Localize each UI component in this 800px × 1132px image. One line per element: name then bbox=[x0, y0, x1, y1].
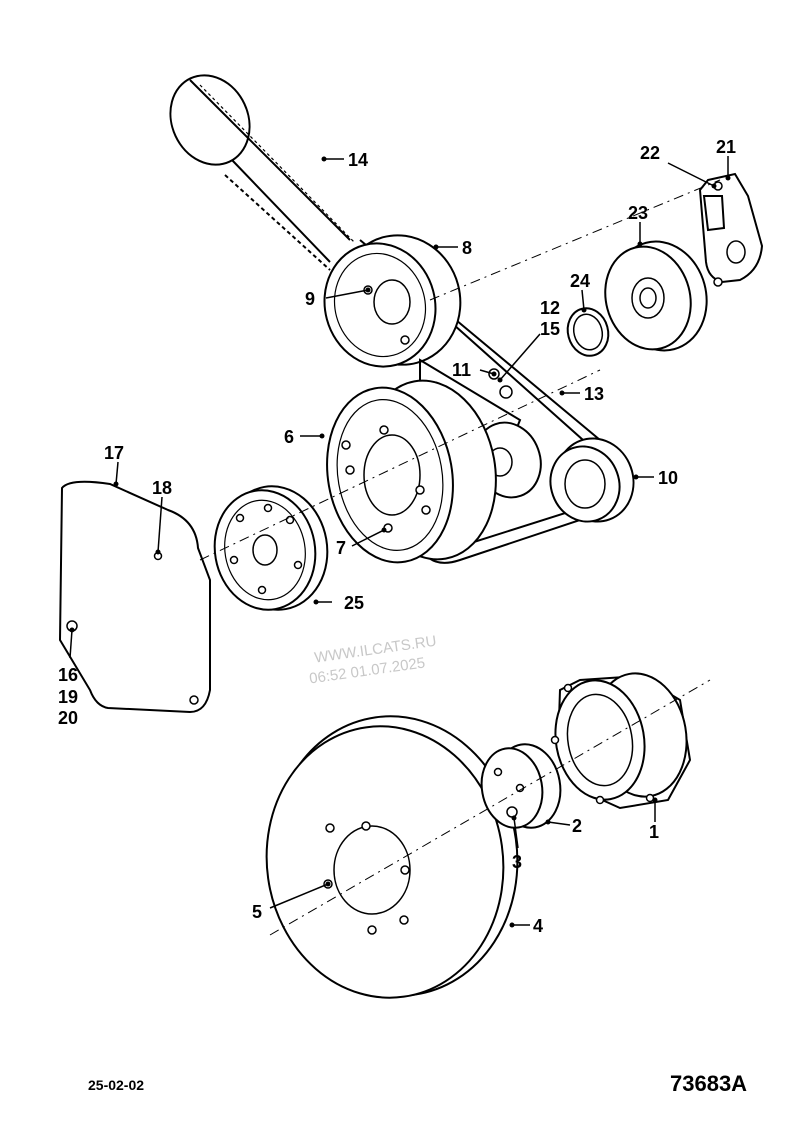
drive-belt-14 bbox=[169, 74, 356, 271]
callout-4: 4 bbox=[533, 916, 543, 936]
callout-10: 10 bbox=[658, 468, 678, 488]
callout-21: 21 bbox=[716, 137, 736, 157]
idler-pulley-23 bbox=[604, 240, 708, 352]
callout-6: 6 bbox=[284, 427, 294, 447]
idler-pulley-10 bbox=[549, 437, 635, 523]
spacer-2 bbox=[480, 743, 562, 829]
callout-7: 7 bbox=[336, 538, 346, 558]
drawing-number: 73683A bbox=[670, 1071, 747, 1096]
callout-3: 3 bbox=[512, 852, 522, 872]
vibration-damper-25 bbox=[213, 485, 329, 611]
pulley-8-9 bbox=[323, 234, 462, 368]
callout-1: 1 bbox=[649, 822, 659, 842]
callout-19: 19 bbox=[58, 687, 78, 707]
callout-9: 9 bbox=[305, 289, 315, 309]
callout-17: 17 bbox=[104, 443, 124, 463]
center-lines bbox=[199, 179, 721, 936]
crankshaft-pulley-6 bbox=[326, 379, 497, 564]
callout-2: 2 bbox=[572, 816, 582, 836]
callout-14: 14 bbox=[348, 150, 368, 170]
callout-labels: 1 2 3 4 5 6 7 8 9 10 11 12 13 14 15 16 1… bbox=[58, 137, 736, 936]
callout-18: 18 bbox=[152, 478, 172, 498]
callout-16: 16 bbox=[58, 665, 78, 685]
tensioner-bracket-21 bbox=[685, 172, 764, 287]
callout-8: 8 bbox=[462, 238, 472, 258]
callout-22: 22 bbox=[640, 143, 660, 163]
callout-15: 15 bbox=[540, 319, 560, 339]
watermark: WWW.ILCATS.RU 06:52 01.07.2025 bbox=[308, 633, 437, 688]
flywheel-4 bbox=[265, 715, 519, 999]
washer-24 bbox=[566, 307, 610, 357]
callout-5: 5 bbox=[252, 902, 262, 922]
date-code: 25-02-02 bbox=[88, 1077, 144, 1093]
callout-13: 13 bbox=[584, 384, 604, 404]
callout-20: 20 bbox=[58, 708, 78, 728]
callout-11: 11 bbox=[452, 360, 471, 380]
callout-12: 12 bbox=[540, 298, 560, 318]
callout-23: 23 bbox=[628, 203, 648, 223]
adapter-housing-1 bbox=[550, 672, 692, 810]
callout-24: 24 bbox=[570, 271, 590, 291]
cover-plate-17 bbox=[58, 480, 211, 714]
leader-lines bbox=[69, 156, 731, 928]
callout-25: 25 bbox=[344, 593, 364, 613]
